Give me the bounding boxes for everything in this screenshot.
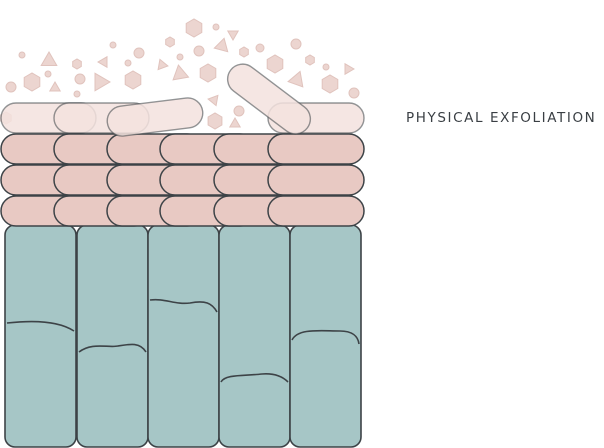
base-cell xyxy=(4,224,77,448)
exfoliant-particle-icon xyxy=(344,62,355,76)
exfoliant-particle-icon xyxy=(94,72,111,92)
exfoliant-particle-icon xyxy=(233,105,245,117)
exfoliant-particle-icon xyxy=(305,54,315,66)
cell-division-line xyxy=(6,320,75,332)
exfoliant-particle-icon xyxy=(287,70,304,88)
corneocyte-stack xyxy=(0,133,365,227)
exfoliant-particle-icon xyxy=(97,55,108,69)
dead-skin-flake-icon xyxy=(226,63,312,135)
exfoliant-particle-icon xyxy=(348,87,360,99)
diagram-title: PHYSICAL EXFOLIATION xyxy=(406,110,597,126)
exfoliant-particle-icon xyxy=(213,37,229,53)
corneocyte-cell xyxy=(267,164,365,196)
exfoliant-particle-icon xyxy=(23,72,41,92)
corneocyte-cell xyxy=(267,133,365,165)
detaching-flakes xyxy=(106,63,312,137)
exfoliant-particle-icon xyxy=(207,112,223,130)
exfoliant-particle-icon xyxy=(72,58,82,70)
exfoliant-particle-icon xyxy=(5,81,17,93)
exfoliant-particle-icon xyxy=(266,54,284,74)
exfoliant-particle-icon xyxy=(73,90,81,98)
exfoliant-particle-icon xyxy=(40,51,58,66)
dead-skin-flake-icon xyxy=(106,97,204,137)
exfoliant-particle-icon xyxy=(290,38,302,50)
exfoliant-particle-icon xyxy=(321,74,339,94)
exfoliant-particle-icon xyxy=(124,70,142,90)
exfoliant-particle-icon xyxy=(48,81,62,92)
exfoliant-particle-icon xyxy=(226,30,240,41)
exfoliant-particle-icon xyxy=(176,53,184,61)
exfoliant-particle-icon xyxy=(165,36,175,48)
cell-division-line xyxy=(78,343,147,353)
exfoliant-particle-icon xyxy=(133,47,145,59)
cell-division-line xyxy=(220,373,289,383)
exfoliant-particle-icon xyxy=(172,64,190,81)
exfoliant-particle-icon xyxy=(124,59,132,67)
exfoliant-particle-icon xyxy=(157,58,169,71)
exfoliant-particle-icon xyxy=(74,73,86,85)
exfoliant-particle-icon xyxy=(199,63,217,83)
exfoliant-particle-icon xyxy=(322,63,330,71)
base-cell xyxy=(289,224,362,448)
exfoliant-particle-icon xyxy=(239,46,249,58)
exfoliant-particle-icon xyxy=(44,70,52,78)
cell-division-line xyxy=(149,298,218,313)
corneocyte-cell xyxy=(267,195,365,227)
exfoliant-particle-icon xyxy=(255,43,265,53)
exfoliant-particles xyxy=(0,18,360,130)
exfoliant-particle-icon xyxy=(193,45,205,57)
exfoliant-particle-icon xyxy=(207,94,219,107)
base-cell-layer xyxy=(4,224,362,448)
cell-division-line xyxy=(291,329,360,345)
base-cell xyxy=(218,224,291,448)
exfoliant-particle-icon xyxy=(228,117,242,128)
base-cell xyxy=(76,224,149,448)
base-cell xyxy=(147,224,220,448)
exfoliant-particle-icon xyxy=(109,41,117,49)
exfoliant-particle-icon xyxy=(18,51,26,59)
exfoliant-particle-icon xyxy=(185,18,203,38)
exfoliant-particle-icon xyxy=(212,23,220,31)
